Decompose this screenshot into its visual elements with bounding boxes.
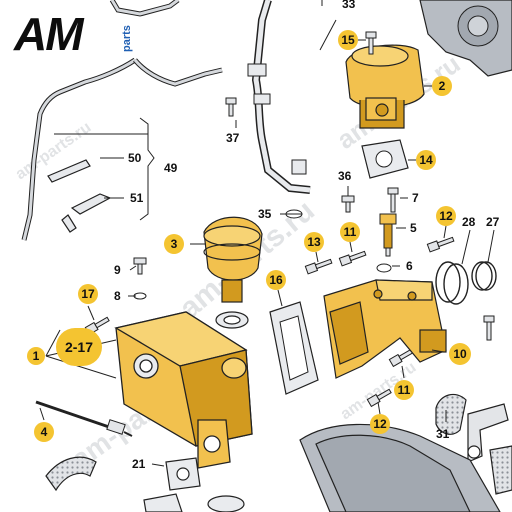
bolt-11-bottom: [388, 348, 414, 368]
callout-16: 16: [266, 270, 286, 290]
coolant-pipe: [247, 0, 311, 194]
callout-label: 10: [453, 347, 467, 361]
callout-33: 33: [342, 0, 356, 11]
callout-12-top: 12: [436, 206, 456, 226]
callout-51: 51: [130, 191, 144, 205]
leader-lines: [39, 0, 495, 467]
callout-37: 37: [226, 131, 240, 145]
callout-35: 35: [258, 207, 272, 221]
callout-label: 12: [373, 417, 387, 431]
bolt-37: [225, 97, 237, 117]
callout-label: 51: [130, 191, 144, 205]
callout-label: 6: [406, 259, 413, 273]
callout-label: 37: [226, 131, 240, 145]
callout-14: 14: [416, 150, 436, 170]
callout-label: 11: [398, 383, 411, 397]
callout-label: 2-17: [65, 339, 93, 355]
callout-1: 1: [27, 347, 45, 365]
callout-label: 36: [338, 169, 352, 183]
egr-valve-housing-10: [323, 279, 447, 379]
logo-mark: AM: [13, 8, 85, 60]
intake-pipe: [299, 423, 501, 512]
callout-label: 11: [344, 225, 357, 239]
callout-31: 31: [436, 427, 450, 441]
callout-8: 8: [114, 289, 121, 303]
callout-label: 13: [307, 235, 321, 249]
callout-label: 4: [41, 425, 48, 439]
bolt-36: [341, 195, 355, 213]
callout-label: 7: [412, 191, 419, 205]
callout-4: 4: [34, 422, 54, 442]
turbocharger: [419, 0, 512, 77]
callout-12-bottom: 12: [370, 414, 390, 434]
callout-label: 21: [132, 457, 146, 471]
callout-label: 33: [342, 0, 356, 11]
gasket-14: [361, 139, 409, 179]
callout-50: 50: [128, 151, 142, 165]
vacuum-actuator-3: [203, 216, 263, 329]
bolt-13: [304, 258, 333, 275]
callout-label: 9: [114, 263, 121, 277]
callout-5: 5: [410, 221, 417, 235]
cable-assembly: [21, 0, 223, 241]
am-parts-logo: AM parts: [13, 8, 133, 60]
bolt-12-bottom: [366, 388, 392, 408]
callout-label: 15: [341, 33, 355, 47]
callout-21: 21: [132, 457, 146, 471]
bolt-15: [365, 31, 377, 55]
callout-17: 17: [78, 284, 98, 304]
egr-valve: [345, 44, 425, 129]
callout-label: 14: [419, 153, 433, 167]
bolt-9: [133, 257, 147, 275]
callout-49: 49: [164, 161, 178, 175]
bolt-7: [387, 187, 399, 213]
callout-label: 50: [128, 151, 142, 165]
callout-6: 6: [406, 259, 413, 273]
callout-36: 36: [338, 169, 352, 183]
hose-clamps: [435, 261, 497, 305]
logo-suffix: parts: [121, 25, 133, 52]
callout-label: 3: [171, 237, 178, 251]
bolt-set: [84, 31, 495, 408]
callout-label: 5: [410, 221, 417, 235]
callout-label: 28: [462, 215, 476, 229]
hose-set: [45, 393, 512, 495]
callout-2-17: 2-17: [56, 328, 102, 366]
bolt-11-top: [338, 250, 367, 267]
egr-cooler-1: [114, 311, 253, 469]
callout-label: 16: [269, 273, 283, 287]
callout-label: 35: [258, 207, 272, 221]
bolt-right-edge: [483, 315, 495, 341]
callout-label: 27: [486, 215, 500, 229]
callout-28: 28: [462, 215, 476, 229]
callout-label: 49: [164, 161, 178, 175]
gasket-16: [269, 301, 319, 395]
callout-9: 9: [114, 263, 121, 277]
callout-label: 8: [114, 289, 121, 303]
bottom-flanges: [143, 457, 245, 512]
callout-label: 12: [439, 209, 453, 223]
callout-2: 2: [432, 76, 452, 96]
callout-13: 13: [304, 232, 324, 252]
temperature-probe-4: [35, 400, 133, 437]
callout-11-top: 11: [340, 222, 360, 242]
callout-label: 17: [81, 287, 95, 301]
callout-3: 3: [164, 234, 184, 254]
callout-label: 31: [436, 427, 450, 441]
callout-7: 7: [412, 191, 419, 205]
callout-label: 2: [439, 79, 446, 93]
temperature-sensor-5: [379, 213, 397, 257]
callout-11-bottom: 11: [394, 380, 414, 400]
cable-clips: [47, 159, 112, 233]
bolt-12-top: [426, 236, 455, 253]
callout-label: 1: [33, 349, 40, 363]
callout-27: 27: [486, 215, 500, 229]
callout-15: 15: [338, 30, 358, 50]
callout-10: 10: [449, 343, 471, 365]
